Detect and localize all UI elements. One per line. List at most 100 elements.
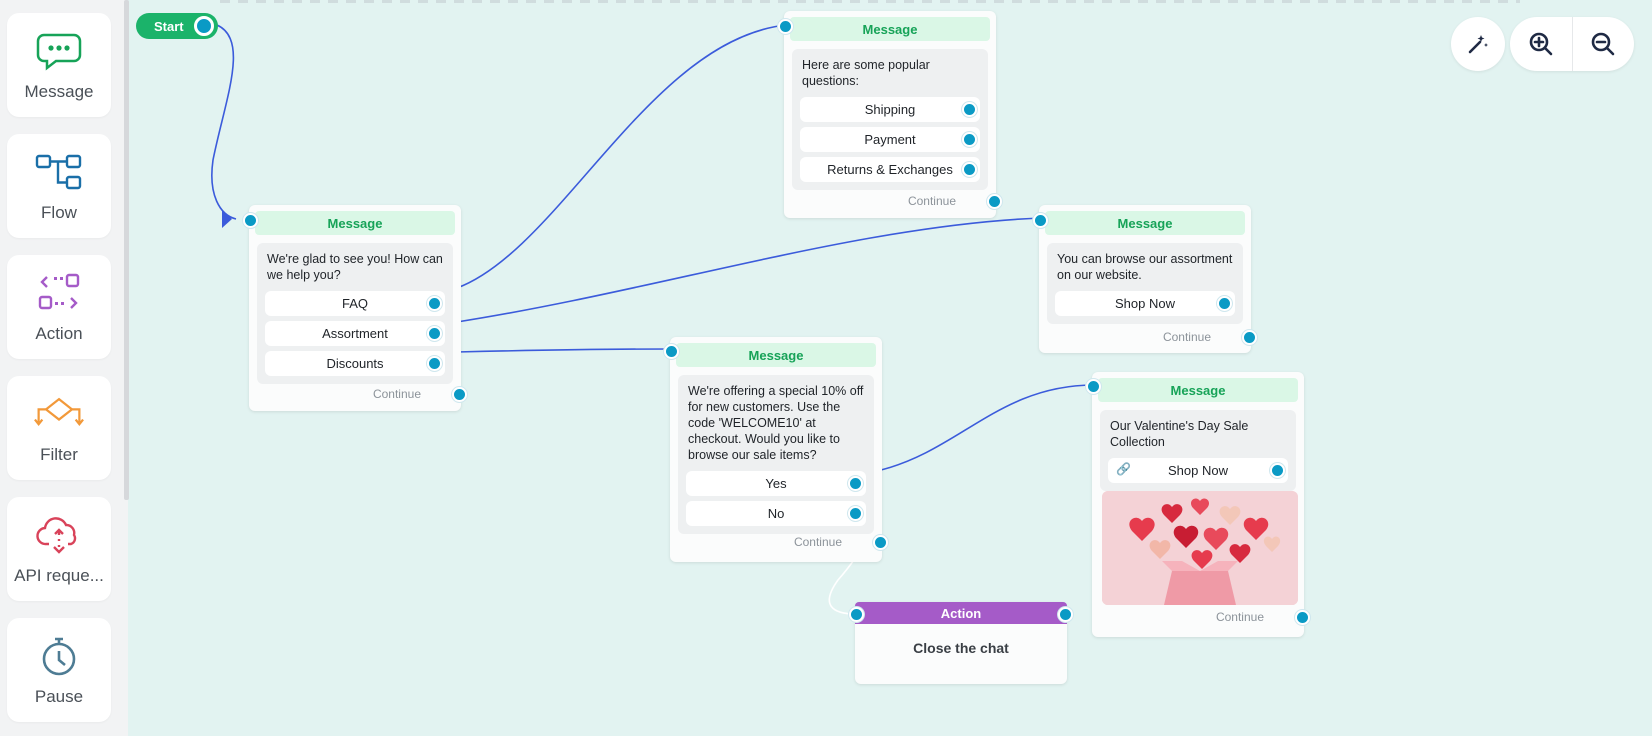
palette-label: Action	[35, 324, 83, 343]
reply-button-shop-now[interactable]: 🔗 Shop Now	[1108, 458, 1288, 483]
node-body: We're glad to see you! How can we help y…	[257, 243, 453, 384]
zoom-in-icon	[1529, 32, 1553, 56]
message-text: We're offering a special 10% off for new…	[688, 384, 864, 462]
node-body: Here are some popular questions: Shippin…	[792, 49, 988, 190]
reply-button-yes[interactable]: Yes	[686, 471, 866, 496]
message-text: You can browse our assortment on our web…	[1057, 252, 1233, 282]
output-port[interactable]	[962, 132, 977, 147]
palette-flow[interactable]: Flow	[7, 134, 111, 238]
message-node-assortment[interactable]: Message You can browse our assortment on…	[1033, 205, 1257, 353]
message-text: We're glad to see you! How can we help y…	[267, 252, 443, 282]
action-node-close[interactable]: Action Close the chat	[849, 602, 1073, 684]
node-header: Message	[676, 343, 876, 367]
zoom-controls	[1510, 17, 1634, 71]
palette-label: Flow	[41, 203, 77, 222]
node-header: Message	[1098, 378, 1298, 402]
message-node-welcome[interactable]: Message We're glad to see you! How can w…	[243, 205, 467, 411]
output-port[interactable]	[1058, 607, 1073, 622]
button-label: Shipping	[864, 102, 916, 117]
input-port[interactable]	[849, 607, 864, 622]
continue-port[interactable]	[873, 535, 888, 550]
link-icon: 🔗	[1116, 462, 1131, 476]
input-port[interactable]	[1086, 379, 1101, 394]
reply-button-shop-now[interactable]: Shop Now	[1055, 291, 1235, 316]
button-label: Assortment	[322, 326, 388, 341]
action-header: Action	[855, 602, 1067, 624]
output-port[interactable]	[848, 506, 863, 521]
input-port[interactable]	[778, 19, 793, 34]
input-port[interactable]	[1033, 213, 1048, 228]
start-node[interactable]: Start	[136, 13, 218, 39]
button-label: Shop Now	[1168, 463, 1228, 478]
zoom-out-icon	[1591, 32, 1615, 56]
action-text: Close the chat	[913, 640, 1009, 656]
flow-icon	[34, 149, 84, 195]
output-port[interactable]	[962, 102, 977, 117]
filter-icon	[34, 391, 84, 437]
output-port[interactable]	[1270, 463, 1285, 478]
output-port[interactable]	[848, 476, 863, 491]
palette-message[interactable]: Message	[7, 13, 111, 117]
palette-action[interactable]: Action	[7, 255, 111, 359]
button-label: Discounts	[326, 356, 384, 371]
start-port[interactable]	[194, 16, 214, 36]
continue-port[interactable]	[1295, 610, 1310, 625]
button-label: FAQ	[341, 296, 368, 311]
button-label: Yes	[765, 476, 787, 491]
node-palette-sidebar: Message Flow Action Filter API reque... …	[0, 0, 129, 736]
button-label: Shop Now	[1115, 296, 1175, 311]
reply-button-assortment[interactable]: Assortment	[265, 321, 445, 346]
output-port[interactable]	[1217, 296, 1232, 311]
continue-port[interactable]	[1242, 330, 1257, 345]
reply-button-discounts[interactable]: Discounts	[265, 351, 445, 376]
message-node-discounts[interactable]: Message We're offering a special 10% off…	[664, 337, 888, 562]
button-label: Returns & Exchanges	[827, 162, 953, 177]
output-port[interactable]	[427, 326, 442, 341]
palette-api-request[interactable]: API reque...	[7, 497, 111, 601]
palette-label: Message	[24, 82, 94, 101]
continue-port[interactable]	[452, 387, 467, 402]
valentine-image	[1102, 491, 1298, 605]
continue-label: Continue	[793, 535, 842, 549]
magic-wand-icon	[1468, 35, 1488, 54]
magic-wand-button[interactable]	[1451, 17, 1505, 71]
node-body: We're offering a special 10% off for new…	[678, 375, 874, 534]
chat-bubble-icon	[34, 28, 84, 74]
sidebar-scrollbar[interactable]	[124, 0, 129, 500]
button-label: No	[767, 506, 785, 521]
magic-layout-control	[1451, 17, 1505, 71]
message-node-faq[interactable]: Message Here are some popular questions:…	[778, 11, 1002, 218]
palette-label: API reque...	[14, 566, 104, 585]
input-port[interactable]	[664, 344, 679, 359]
zoom-in-button[interactable]	[1510, 17, 1573, 71]
palette-pause[interactable]: Pause	[7, 618, 111, 722]
continue-label: Continue	[372, 387, 421, 401]
output-port[interactable]	[962, 162, 977, 177]
reply-button-payment[interactable]: Payment	[800, 127, 980, 152]
reply-button-returns[interactable]: Returns & Exchanges	[800, 157, 980, 182]
reply-button-no[interactable]: No	[686, 501, 866, 526]
api-cloud-icon	[34, 512, 84, 558]
input-port[interactable]	[243, 213, 258, 228]
node-body: You can browse our assortment on our web…	[1047, 243, 1243, 324]
continue-port[interactable]	[987, 194, 1002, 209]
node-header: Message	[790, 17, 990, 41]
canvas-top-edge	[220, 0, 1520, 3]
continue-label: Continue	[1215, 610, 1264, 624]
message-text: Here are some popular questions:	[802, 58, 930, 88]
action-icon	[34, 270, 84, 316]
continue-label: Continue	[907, 194, 956, 208]
stopwatch-icon	[34, 633, 84, 679]
palette-label: Filter	[40, 445, 78, 464]
output-port[interactable]	[427, 356, 442, 371]
node-header: Message	[1045, 211, 1245, 235]
node-body: Our Valentine's Day Sale Collection 🔗 Sh…	[1100, 410, 1296, 491]
zoom-out-button[interactable]	[1573, 17, 1635, 71]
start-label: Start	[154, 18, 184, 34]
continue-label: Continue	[1162, 330, 1211, 344]
reply-button-shipping[interactable]: Shipping	[800, 97, 980, 122]
node-header: Message	[255, 211, 455, 235]
palette-filter[interactable]: Filter	[7, 376, 111, 480]
output-port[interactable]	[427, 296, 442, 311]
reply-button-faq[interactable]: FAQ	[265, 291, 445, 316]
